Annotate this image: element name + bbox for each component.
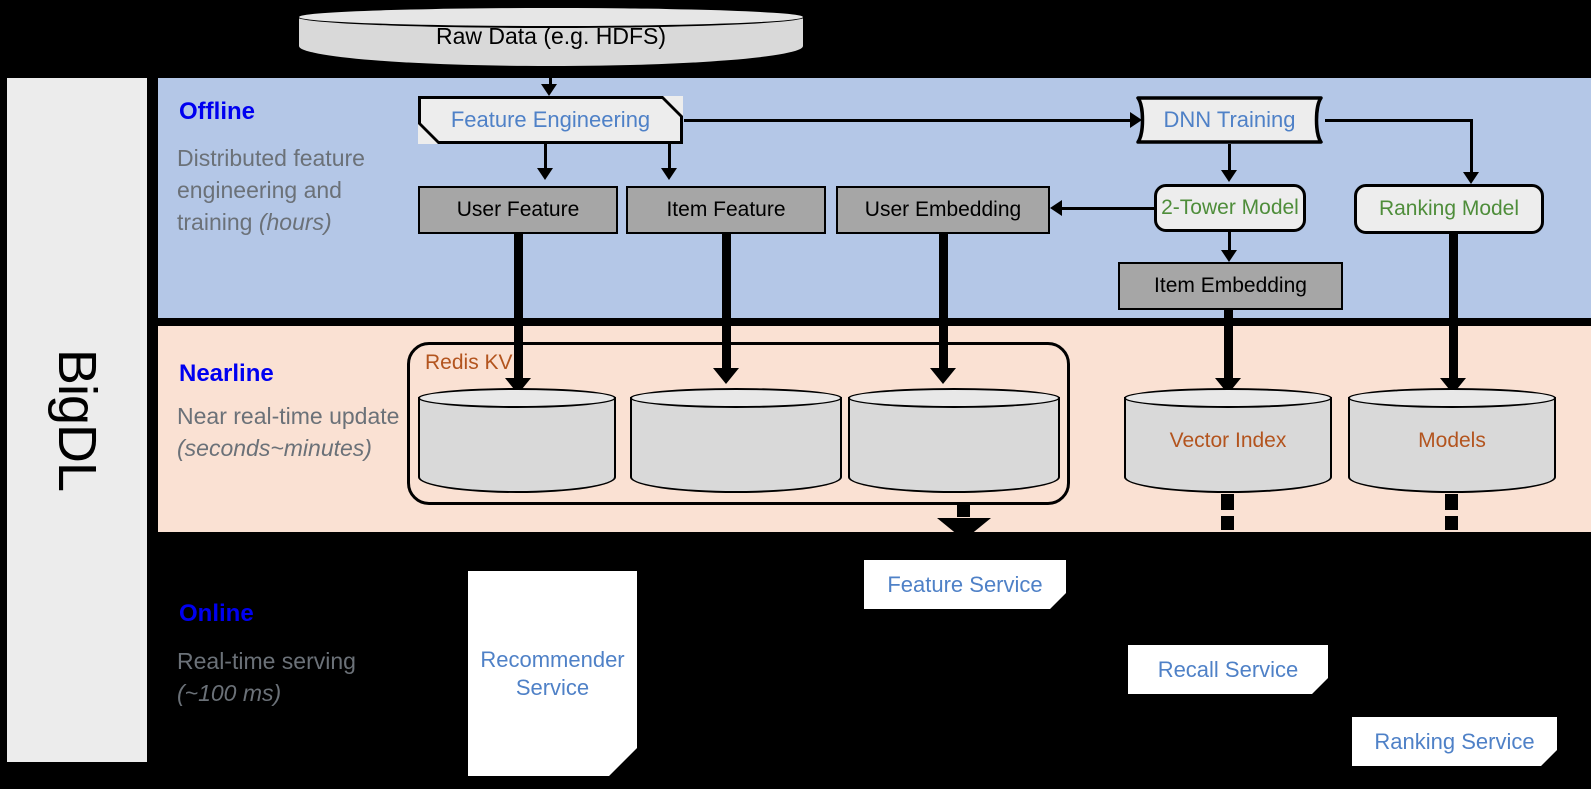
nearline-title: Nearline [179,360,274,387]
two-tower-model-label: 2-Tower Model [1161,195,1299,219]
recommender-service-label: Recommender Service [480,647,625,700]
feature-engineering-node[interactable]: Feature Engineering [418,96,683,144]
offline-desc-text: Distributed feature engineering and trai… [177,145,365,235]
ranking-model-label: Ranking Model [1378,196,1520,220]
item-feature-store-cylinder[interactable] [630,388,842,493]
pipe-itemfeature-store [722,234,731,376]
user-embedding-label: User Embedding [864,197,1022,221]
pipe-userfeature-store [514,234,523,386]
dnn-training-node[interactable]: DNN Training [1132,96,1327,144]
online-desc-emphasis: (~100 ms) [177,680,282,706]
connector-rawdata-fe [549,68,552,88]
recall-service-label: Recall Service [1157,656,1299,682]
connector-fe-itemfeature [668,144,671,172]
item-feature-label: Item Feature [666,197,786,221]
feature-engineering-label: Feature Engineering [450,107,651,133]
user-embedding-node[interactable]: User Embedding [836,186,1050,234]
nearline-desc-text: Near real-time update [177,403,400,429]
offline-description: Distributed feature engineering and trai… [177,142,402,238]
ranking-service-label: Ranking Service [1374,728,1535,754]
raw-data-label: Raw Data (e.g. HDFS) [435,22,667,49]
online-desc-text: Real-time serving [177,648,356,674]
arrowhead-fe-dnn [1130,112,1142,128]
feature-service-node[interactable]: Feature Service [864,560,1066,609]
dash-models-2 [1445,516,1458,530]
cylinder-body [848,397,1060,493]
nearline-description: Near real-time update (seconds~minutes) [177,400,402,464]
user-feature-label: User Feature [456,197,580,221]
connector-dnn-ranking-v [1470,119,1473,177]
arrowhead-redis-featureservice [937,518,991,540]
item-embedding-label: Item Embedding [1154,273,1307,297]
user-feature-store-cylinder[interactable] [418,388,616,493]
dnn-training-shape [1136,96,1323,144]
dash-redis-featureservice [957,504,970,517]
redis-kv-group [407,342,1070,505]
user-feature-node[interactable]: User Feature [418,186,618,234]
pipe-itemembedding-vectorindex [1224,310,1233,386]
dash-vectorindex-1 [1221,494,1234,510]
vector-index-cylinder[interactable]: Vector Index [1124,388,1332,493]
bigdl-sidebar: BigDL [7,78,147,762]
cylinder-top [848,388,1060,408]
arrowhead-fe-userfeature [537,168,553,180]
online-description: Real-time serving (~100 ms) [177,645,402,709]
dash-vectorindex-2 [1221,516,1234,530]
raw-data-cylinder: Raw Data (e.g. HDFS) [297,6,805,68]
connector-dnn-2tower [1228,144,1231,176]
cylinder-body [418,397,616,493]
recommender-service-node[interactable]: Recommender Service [468,571,637,776]
cylinder-body [1124,397,1332,493]
two-tower-model-node[interactable]: 2-Tower Model [1154,184,1306,232]
dash-models-1 [1445,494,1458,510]
arrowhead-2tower-userembedding [1050,200,1062,216]
models-label: Models [1418,428,1486,452]
online-title: Online [179,600,254,627]
models-cylinder[interactable]: Models [1348,388,1556,493]
arrowhead-2tower-itemembedding [1221,250,1237,262]
connector-2tower-itemembedding [1228,232,1231,254]
connector-fe-userfeature [544,144,547,172]
cylinder-top [297,6,805,28]
bigdl-label: BigDL [47,348,108,492]
arrowhead-dnn-2tower [1221,170,1237,182]
feature-service-label: Feature Service [887,571,1043,597]
item-feature-node[interactable]: Item Feature [626,186,826,234]
cylinder-top [630,388,842,408]
cylinder-top [1124,388,1332,408]
offline-desc-emphasis: (hours) [258,209,332,235]
nearline-desc-emphasis: (seconds~minutes) [177,435,372,461]
cylinder-top [1348,388,1556,408]
recall-service-node[interactable]: Recall Service [1128,645,1328,694]
cylinder-body [1348,397,1556,493]
cylinder-top [418,388,616,408]
arrowhead-dnn-ranking [1463,172,1479,184]
item-embedding-node[interactable]: Item Embedding [1118,262,1343,310]
offline-title: Offline [179,98,255,125]
connector-2tower-userembedding [1062,207,1156,210]
user-embedding-store-cylinder[interactable] [848,388,1060,493]
arrowhead-rawdata-fe [541,84,557,96]
connector-dnn-ranking-h [1325,119,1473,122]
dnn-training-label: DNN Training [1163,107,1296,132]
arrowhead-userembedding-store [930,368,956,384]
ranking-model-node[interactable]: Ranking Model [1354,184,1544,234]
redis-kv-label: Redis KV [425,351,513,374]
cylinder-body [630,397,842,493]
arrowhead-fe-itemfeature [661,168,677,180]
pipe-rankingmodel-models [1449,234,1458,386]
ranking-service-node[interactable]: Ranking Service [1352,717,1557,766]
vector-index-label: Vector Index [1169,428,1287,452]
arrowhead-itemfeature-store [713,368,739,384]
pipe-userembedding-store [939,234,948,376]
connector-fe-dnn [684,119,1132,122]
fe-fill [421,99,680,141]
